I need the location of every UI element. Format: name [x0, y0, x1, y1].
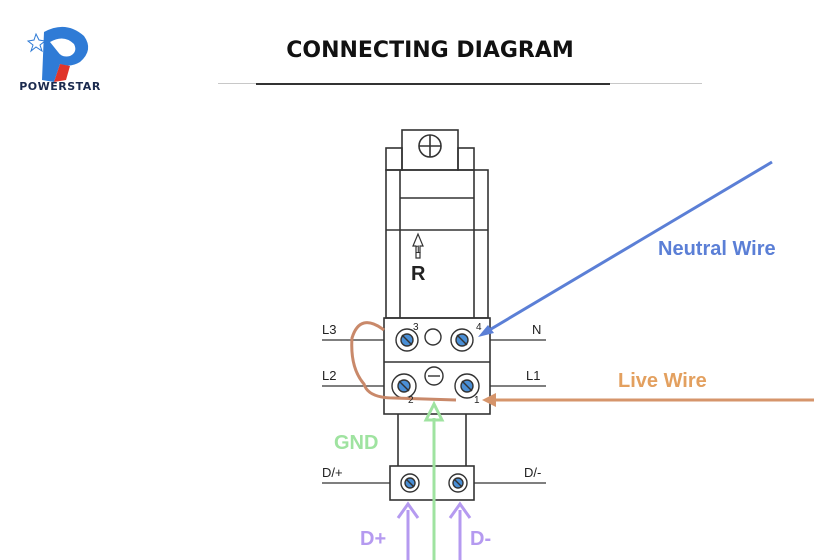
- device-arrow-mark: 1: [415, 244, 422, 256]
- terminal-block: [383, 317, 491, 415]
- live-wire-label: Live Wire: [618, 370, 707, 392]
- terminal-number-3: 3: [413, 322, 419, 333]
- terminal-screws: [391, 328, 480, 493]
- device-rotate-mark: R: [411, 263, 426, 285]
- terminal-label-l2: L2: [322, 368, 337, 383]
- device-cap-right-tab: [457, 147, 475, 171]
- device-body: [385, 169, 489, 319]
- terminal-label-d-minus: D/-: [524, 465, 542, 480]
- top-screw-icon: [418, 134, 442, 158]
- terminal-label-d-plus: D/+: [322, 465, 343, 480]
- d-plus-label: D+: [360, 528, 387, 550]
- d-minus-arrow-icon: [448, 501, 472, 519]
- bridge-jumper-wire: [350, 321, 457, 402]
- neutral-arrow-icon: [478, 325, 494, 337]
- terminal-label-l3: L3: [322, 322, 337, 337]
- terminal-number-2: 2: [408, 395, 414, 406]
- brand-name: POWERSTAR: [19, 80, 101, 93]
- terminal-number-1: 1: [474, 395, 480, 406]
- page-title: CONNECTING DIAGRAM: [286, 38, 574, 63]
- gnd-arrow-icon: [423, 400, 445, 422]
- up-arrow-icon: [412, 232, 424, 259]
- title-underline-dark: [256, 83, 610, 85]
- neutral-wire: [485, 160, 773, 334]
- gnd-label: GND: [334, 432, 379, 454]
- neutral-wire-label: Neutral Wire: [658, 238, 776, 260]
- live-arrow-icon: [482, 393, 496, 407]
- terminal-label-n: N: [532, 322, 542, 337]
- powerstar-logo: [26, 26, 89, 82]
- device-cap-left-tab: [385, 147, 403, 171]
- terminal-label-l1: L1: [526, 368, 541, 383]
- terminal-number-4: 4: [476, 322, 482, 333]
- d-minus-label: D-: [470, 528, 492, 550]
- d-plus-arrow-icon: [396, 501, 420, 519]
